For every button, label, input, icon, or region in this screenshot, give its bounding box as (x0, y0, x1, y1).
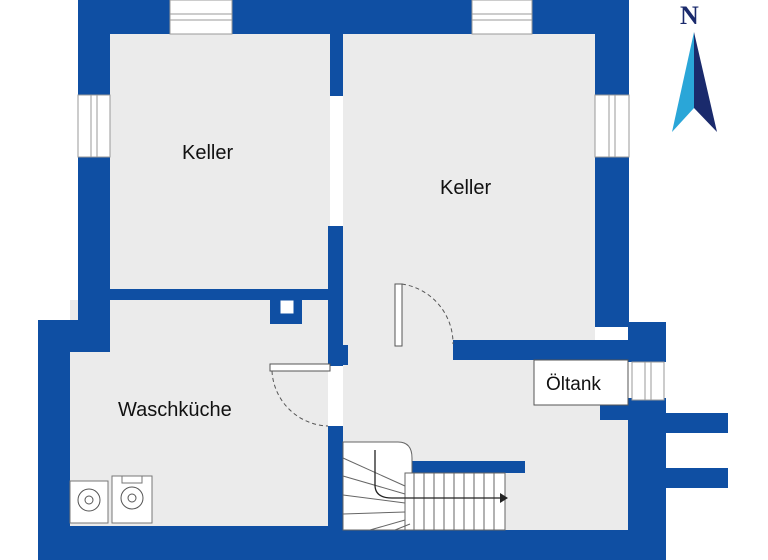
wall-keller-wasch (110, 289, 330, 300)
walls (38, 0, 728, 560)
door-waschkueche (269, 363, 331, 427)
floor-keller-west (110, 34, 330, 289)
wall-left-step (38, 320, 110, 352)
wall-bottom-left (38, 526, 333, 560)
room-label-keller-west: Keller (182, 142, 233, 164)
window-left (77, 94, 111, 158)
north-arrow-icon: N (672, 1, 717, 132)
window-right (594, 94, 630, 158)
wall-bottom-right (333, 530, 663, 560)
oil-tank-box (533, 359, 629, 406)
windows (77, 0, 665, 401)
window-east-lower (631, 361, 665, 401)
dryer-icon (111, 475, 153, 524)
wall-right-lower (628, 322, 666, 362)
door-keller-east (394, 283, 454, 347)
wall-stair-landing (407, 461, 525, 473)
wall-hall-left-short (328, 345, 348, 365)
north-letter: N (680, 1, 699, 30)
wall-left-lower (38, 320, 70, 560)
wall-left-upper-b (78, 157, 110, 322)
room-label-waschkueche: Waschküche (118, 399, 232, 421)
wall-lightwell-bottom (666, 468, 728, 488)
wall-right-upper-a (595, 0, 629, 95)
window-top-left (169, 0, 233, 35)
wall-top-middle (232, 0, 472, 34)
oil-tank-label: Öltank (546, 374, 601, 395)
wall-middle-vertical (328, 226, 343, 366)
chimney-inner (279, 299, 295, 315)
wall-right-lower-b (628, 400, 666, 560)
wall-lightwell-top (666, 413, 728, 433)
staircase (342, 441, 508, 531)
wall-right-upper-b (595, 157, 629, 327)
window-top-right (471, 0, 533, 35)
room-label-keller-east: Keller (440, 177, 491, 199)
wall-stub-top (330, 34, 343, 96)
appliances (69, 475, 153, 524)
washing-machine-icon (69, 480, 109, 524)
wall-left-upper-a (78, 0, 110, 95)
wall-hall-left (328, 426, 343, 530)
wall-east-bottom (453, 340, 663, 360)
doors (269, 283, 454, 427)
